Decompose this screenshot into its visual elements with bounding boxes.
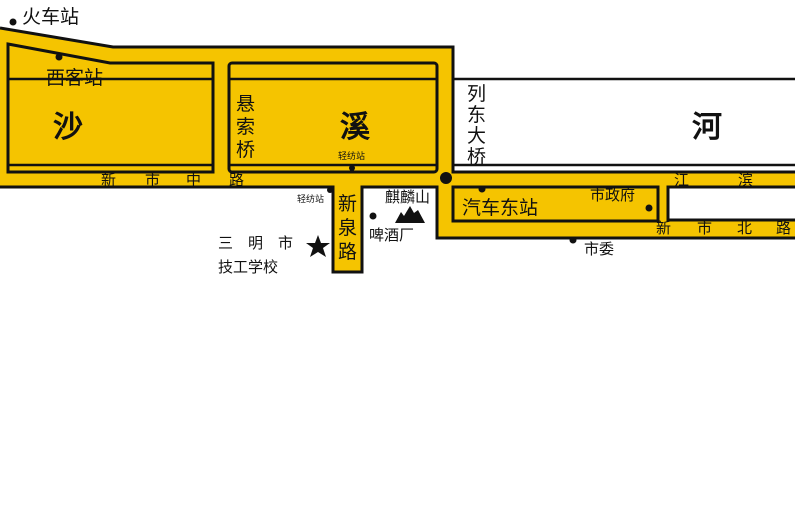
place-brewery: 啤酒厂: [369, 226, 414, 244]
road-outline-north: [0, 26, 795, 174]
svg-text:桥: 桥: [467, 146, 486, 168]
svg-text:东: 东: [467, 104, 486, 126]
place-city-government: 市政府: [590, 186, 635, 204]
road-label-xinquan: 新 泉 路: [338, 193, 357, 263]
dot-icon: [645, 204, 653, 212]
place-train-station: 火车站: [22, 6, 79, 28]
svg-text:北: 北: [737, 219, 752, 237]
dot-icon: [569, 236, 577, 244]
svg-text:新: 新: [101, 171, 116, 189]
star-icon: [306, 235, 330, 257]
svg-text:路: 路: [229, 171, 244, 189]
svg-text:江: 江: [674, 171, 689, 189]
place-school: 三 明 市: [218, 234, 293, 252]
dot-icon: [369, 212, 377, 220]
block-bus-station: [451, 185, 660, 223]
river-char: 溪: [340, 110, 371, 145]
bridge-xuansuo-label: 悬 索 桥: [236, 93, 255, 161]
road-label-xinshi-bei: 新 市 北 路: [656, 219, 791, 237]
block-east-outline: [666, 185, 795, 222]
road-network: [0, 28, 795, 272]
block-central: [227, 61, 439, 174]
block-east: [668, 187, 795, 220]
svg-text:桥: 桥: [236, 139, 255, 161]
svg-text:路: 路: [776, 219, 791, 237]
place-school: 技工学校: [218, 258, 278, 276]
road-label-xinshi-zhong: 新 市 中 路: [101, 171, 244, 189]
river-char: 河: [692, 110, 722, 145]
svg-text:中: 中: [186, 171, 201, 189]
place-city-committee: 市委: [584, 240, 614, 258]
svg-text:大: 大: [467, 125, 486, 147]
svg-text:路: 路: [338, 241, 357, 263]
road-label-jiangbin: 江 滨: [674, 171, 753, 189]
mountain-icon: [395, 206, 425, 223]
svg-text:悬: 悬: [236, 93, 255, 115]
place-textile-station: 轻纺站: [338, 150, 365, 162]
svg-text:索: 索: [236, 116, 255, 138]
svg-text:滨: 滨: [738, 171, 753, 189]
river-char: 沙: [53, 110, 83, 145]
place-qilin-mountain: 麒麟山: [385, 188, 430, 206]
dot-icon: [327, 187, 333, 193]
dot-icon: [478, 185, 486, 193]
place-textile-station: 轻纺站: [297, 193, 324, 205]
place-east-bus-station: 汽车东站: [462, 197, 538, 219]
svg-text:泉: 泉: [338, 217, 357, 239]
svg-text:市: 市: [145, 171, 160, 189]
junction-dot-icon: [440, 172, 452, 184]
block-west: [6, 42, 215, 174]
road-outline-south: [0, 185, 795, 274]
svg-text:市: 市: [697, 219, 712, 237]
dot-icon: [55, 53, 63, 61]
svg-text:新: 新: [656, 219, 671, 237]
place-west-passenger-station: 西客站: [46, 67, 103, 89]
dot-icon: [9, 18, 17, 26]
river-banks: [8, 77, 795, 167]
bridge-liedong-label: 列 东 大 桥: [467, 83, 486, 168]
dot-icon: [349, 165, 355, 171]
svg-text:列: 列: [467, 83, 486, 105]
svg-text:新: 新: [338, 193, 357, 215]
